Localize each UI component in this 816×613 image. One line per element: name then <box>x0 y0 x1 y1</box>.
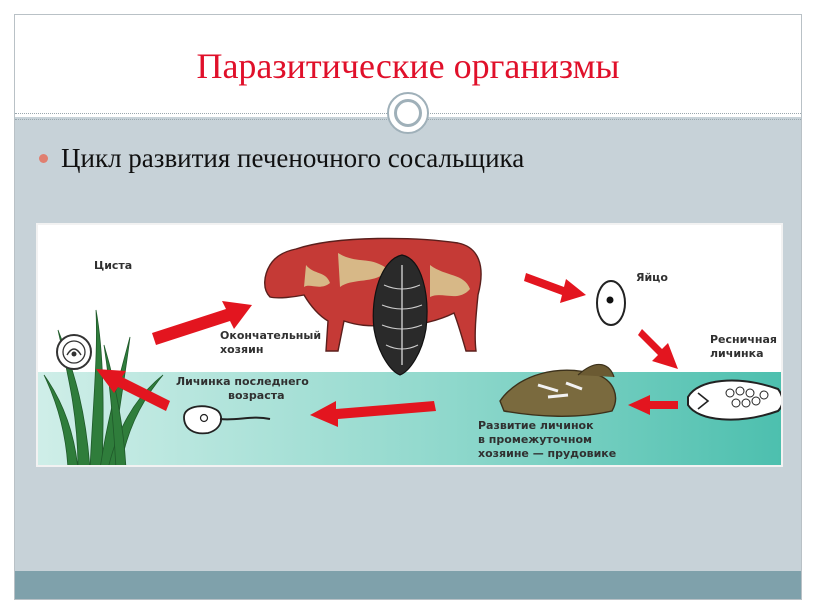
ring-ornament-icon <box>387 92 429 134</box>
cercaria-icon <box>183 405 271 435</box>
arrow-to-host <box>152 301 252 345</box>
label-final-host: Окончательный хозяин <box>220 329 321 357</box>
diagram-drawing <box>38 237 781 465</box>
label-last-larva: Личинка последнего возраста <box>176 375 309 403</box>
arrow-to-snail <box>628 395 678 415</box>
arrow-to-larva <box>310 401 436 427</box>
label-final-host-line-1: Окончательный <box>220 329 322 342</box>
label-development: Развитие личинок в промежуточном хозяине… <box>478 419 616 461</box>
label-ciliated-line-2: личинка <box>710 347 764 360</box>
label-development-line-1: Развитие личинок <box>478 419 594 432</box>
arrow-to-cyst <box>96 369 170 411</box>
label-last-larva-line-2: возраста <box>228 389 285 402</box>
bottom-bar <box>15 571 801 599</box>
liver-fluke-icon <box>372 254 428 376</box>
label-egg: Яйцо <box>636 271 668 284</box>
bullet-text: Цикл развития печеночного сосальщика <box>61 143 525 173</box>
label-development-line-3: хозяине — прудовике <box>478 447 617 460</box>
slide: Паразитические организмы Цикл развития п… <box>14 14 802 600</box>
cow-icon <box>264 237 482 352</box>
arrow-to-egg <box>524 273 586 303</box>
label-ciliated-line-1: Ресничная <box>710 333 777 346</box>
arrow-to-ciliated-larva <box>638 329 678 369</box>
label-ciliated-larva: Ресничная личинка <box>710 333 777 361</box>
label-development-line-2: в промежуточном <box>478 433 593 446</box>
life-cycle-arrows <box>96 273 678 427</box>
egg-icon <box>596 280 626 326</box>
bullet-icon <box>39 154 48 163</box>
slide-title: Паразитические организмы <box>196 46 620 86</box>
cyst-icon <box>56 334 92 370</box>
label-final-host-line-2: хозяин <box>220 343 264 356</box>
ciliated-larva-icon <box>687 379 781 421</box>
label-cyst: Циста <box>94 259 133 272</box>
water-area <box>38 372 781 465</box>
life-cycle-diagram: Циста Яйцо Окончательный хозяин Реснична… <box>36 223 783 467</box>
snail-icon <box>499 363 617 417</box>
label-last-larva-line-1: Личинка последнего <box>176 375 309 388</box>
